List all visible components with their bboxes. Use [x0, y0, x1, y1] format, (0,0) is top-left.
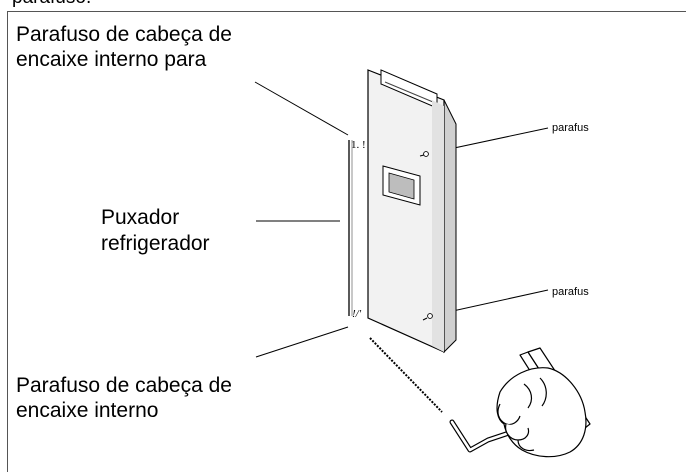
handle-bottom-mark: !/' — [352, 308, 362, 320]
label-screw-lower: parafus — [552, 286, 589, 298]
handle-bar-icon — [348, 140, 353, 316]
label-top-screw-line2: encaixe interno para — [16, 48, 207, 71]
cut-off-caption: parafuso. — [12, 0, 91, 9]
label-bottom-screw-line2: encaixe interno — [16, 399, 159, 422]
screw-lower-icon — [422, 313, 433, 321]
hand-icon — [496, 347, 591, 458]
handle-top-mark: 1. ! — [351, 139, 366, 151]
leader-line-bottom — [255, 326, 349, 358]
screw-upper-icon — [419, 151, 429, 157]
motion-path-dashes — [369, 337, 443, 413]
allen-key-icon — [449, 419, 515, 453]
label-top-screw-line1: Parafuso de cabeça de — [16, 23, 232, 46]
refrigerator-door-icon — [367, 69, 457, 354]
label-screw-upper: parafus — [552, 122, 589, 134]
label-handle-line1: Puxador — [101, 206, 180, 229]
label-handle-line2: refrigerador — [101, 232, 210, 255]
diagram-frame — [7, 11, 686, 472]
label-bottom-screw-line1: Parafuso de cabeça de — [16, 374, 232, 397]
leader-line-top — [254, 81, 349, 136]
